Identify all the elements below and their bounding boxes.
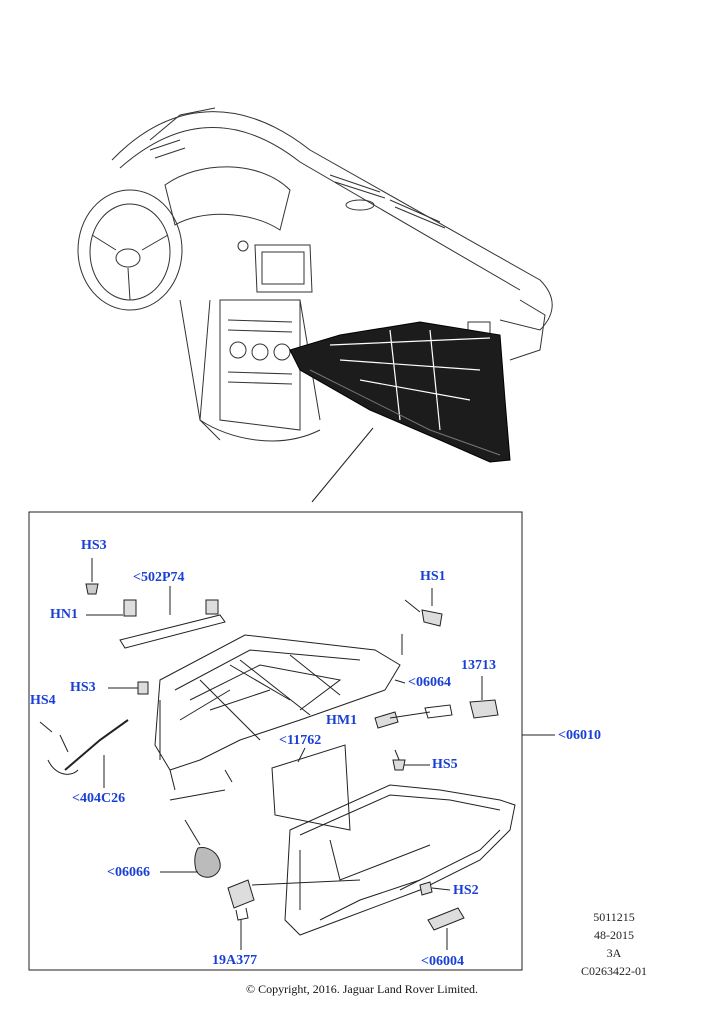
reference-line-2: 48-2015 <box>594 928 634 942</box>
callout-19a377[interactable]: 19A377 <box>212 953 258 968</box>
callout-hs3-mid[interactable]: HS3 <box>70 680 96 695</box>
detail-frame <box>28 511 523 971</box>
detail-parts <box>39 558 555 950</box>
callout-hs3-top[interactable]: HS3 <box>81 538 107 553</box>
reference-line-3: 3A <box>606 946 622 960</box>
callout-06004[interactable]: <06004 <box>421 954 464 969</box>
overview-leader <box>311 427 374 503</box>
callout-502p74[interactable]: <502P74 <box>133 570 185 585</box>
callout-hs4[interactable]: HS4 <box>30 693 56 708</box>
callout-13713[interactable]: 13713 <box>461 658 496 673</box>
callout-06010[interactable]: <06010 <box>558 728 601 743</box>
reference-line-1: 5011215 <box>593 910 635 924</box>
callout-06064[interactable]: <06064 <box>408 675 451 690</box>
callout-hm1[interactable]: HM1 <box>326 713 358 728</box>
callout-hn1[interactable]: HN1 <box>50 607 78 622</box>
callout-hs2[interactable]: HS2 <box>453 883 479 898</box>
glovebox-highlight <box>289 321 511 463</box>
callout-11762[interactable]: <11762 <box>279 733 322 748</box>
callout-hs5[interactable]: HS5 <box>432 757 458 772</box>
callout-06066[interactable]: <06066 <box>107 865 150 880</box>
callout-404c26[interactable]: <404C26 <box>72 791 126 806</box>
callout-hs1[interactable]: HS1 <box>420 569 446 584</box>
reference-line-4: C0263422-01 <box>581 964 647 978</box>
copyright-notice: © Copyright, 2016. Jaguar Land Rover Lim… <box>245 982 479 996</box>
